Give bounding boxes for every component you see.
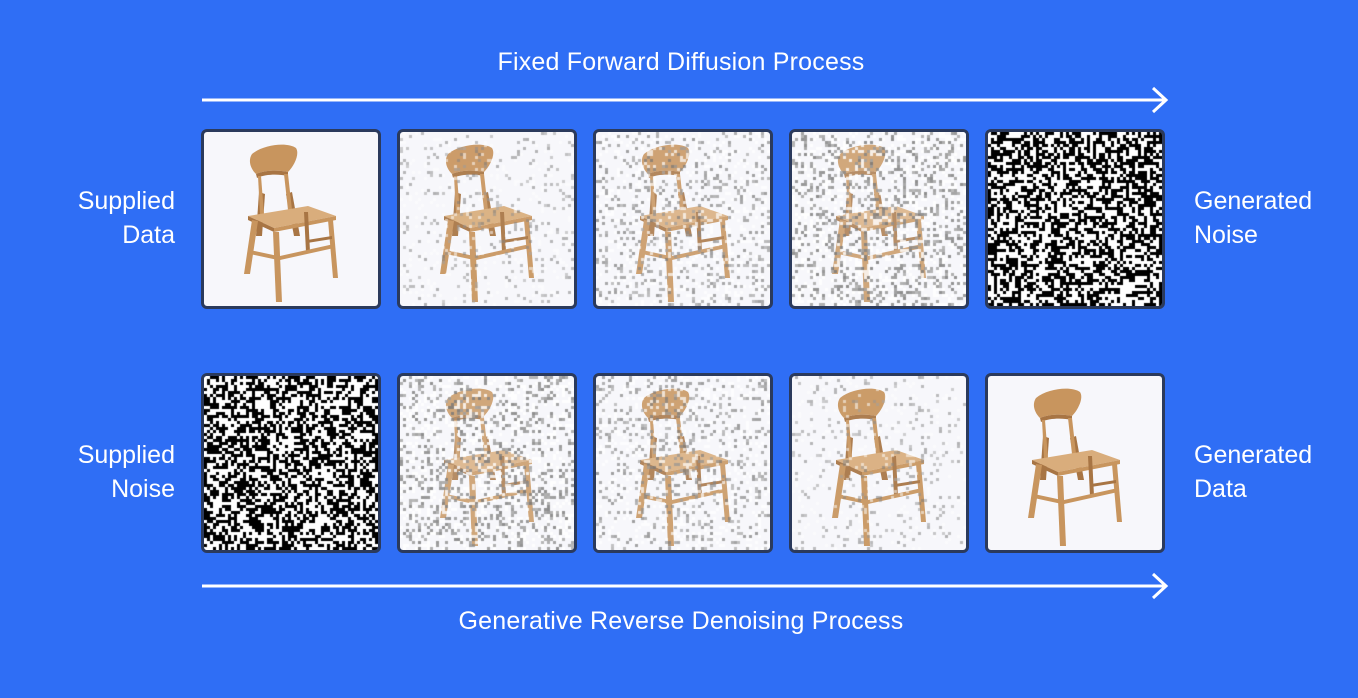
- generated-noise-label-line-1: Generated: [1194, 187, 1313, 215]
- noise-overlay: [400, 376, 574, 550]
- forward-image-frame-5: [985, 129, 1165, 309]
- reverse-image-frame-3: [593, 373, 773, 553]
- chair-image: [244, 144, 338, 302]
- supplied-noise-label-line-2: Noise: [111, 475, 175, 503]
- reverse-image-frame-2: [397, 373, 577, 553]
- reverse-arrow-icon: [202, 572, 1169, 600]
- reverse-image-frame-4: [789, 373, 969, 553]
- forward-image-frame-2: [397, 129, 577, 309]
- supplied-data-label-line-1: Supplied: [77, 187, 175, 215]
- noise-overlay: [400, 132, 574, 306]
- reverse-image-frame-1: [201, 373, 381, 553]
- forward-image-frame-1: [201, 129, 381, 309]
- forward-image-frame-3: [593, 129, 773, 309]
- noise-overlay: [596, 132, 770, 306]
- generated-noise-label: Generated Noise: [1194, 184, 1312, 252]
- chair-image: [1028, 388, 1122, 546]
- generated-data-label: Generated Data: [1194, 438, 1312, 506]
- forward-process-title: Fixed Forward Diffusion Process: [497, 48, 865, 76]
- noise-overlay: [792, 376, 966, 550]
- generated-data-label-line-2: Data: [1194, 475, 1247, 503]
- reverse-image-frame-5: [985, 373, 1165, 553]
- supplied-noise-label: Supplied Noise: [78, 438, 175, 506]
- forward-arrow-icon: [202, 86, 1169, 114]
- supplied-noise-label-line-1: Supplied: [77, 441, 175, 469]
- noise-overlay: [596, 376, 770, 550]
- noise-overlay: [988, 132, 1162, 306]
- supplied-data-label-line-2: Data: [122, 221, 175, 249]
- generated-data-label-line-1: Generated: [1194, 441, 1313, 469]
- noise-overlay: [792, 132, 966, 306]
- noise-overlay: [204, 376, 378, 550]
- forward-image-frame-4: [789, 129, 969, 309]
- generated-noise-label-line-2: Noise: [1194, 221, 1258, 249]
- supplied-data-label: Supplied Data: [78, 184, 175, 252]
- reverse-process-title: Generative Reverse Denoising Process: [458, 607, 904, 635]
